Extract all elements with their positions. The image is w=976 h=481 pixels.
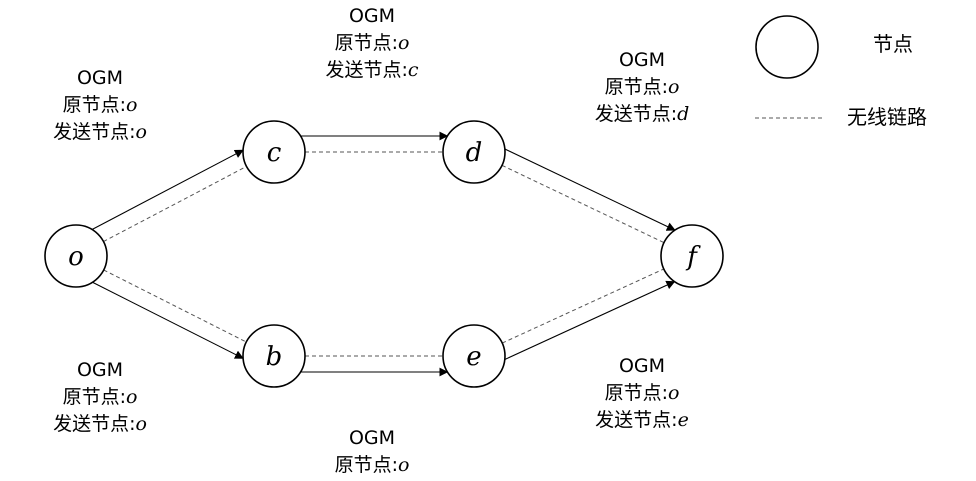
node-label: e	[466, 342, 481, 372]
ann-sender-node: e	[678, 409, 689, 431]
ann-origin-prefix: 原节点:	[605, 382, 668, 404]
node-circle	[442, 120, 506, 184]
ann-origin-node: o	[398, 32, 409, 54]
ann-origin: 原节点:o	[63, 94, 138, 116]
ogm-flow-o-c	[91, 149, 244, 230]
ann-origin-node: o	[126, 386, 137, 408]
link-o-c	[103, 165, 247, 243]
ann-origin-node: o	[398, 454, 409, 476]
ann-d: OGM 原节点:o 发送节点:d	[595, 49, 690, 125]
ann-sender: 发送节点:o	[53, 413, 147, 435]
ann-sender-node: o	[135, 121, 146, 143]
node-label: c	[267, 138, 282, 168]
node-circle	[242, 120, 306, 184]
ann-origin: 原节点:o	[335, 454, 410, 476]
ann-title: OGM	[77, 67, 123, 89]
node-o: o	[44, 224, 108, 288]
legend-node-symbol	[755, 15, 819, 79]
ann-origin: 原节点:o	[335, 32, 410, 54]
ann-origin-prefix: 原节点:	[335, 454, 398, 476]
node-d: d	[442, 120, 506, 184]
node-f: f	[660, 224, 724, 288]
legend-link-label: 无线链路	[847, 105, 927, 129]
ann-sender: 发送节点:d	[595, 103, 690, 125]
ann-sender: 发送节点:c	[325, 59, 418, 81]
wireless-links	[103, 151, 665, 357]
ann-origin-node: o	[668, 382, 679, 404]
node-c: c	[242, 120, 306, 184]
ann-sender-node: d	[677, 103, 689, 125]
ann-origin-prefix: 原节点:	[335, 32, 398, 54]
node-e: e	[442, 324, 506, 388]
ann-f: OGM 原节点:o 发送节点:e	[595, 355, 689, 431]
ann-origin: 原节点:o	[605, 76, 680, 98]
ann-title: OGM	[619, 355, 665, 377]
ann-sender: 发送节点:o	[53, 121, 147, 143]
ann-origin-node: o	[126, 94, 137, 116]
ann-sender-prefix: 发送节点:	[595, 103, 677, 125]
legend-node-label: 节点	[873, 32, 913, 56]
legend: 节点 无线链路	[755, 15, 927, 129]
ann-sender-prefix: 发送节点:	[53, 413, 135, 435]
link-e-f	[501, 268, 665, 344]
node-label: d	[466, 138, 483, 168]
node-label: o	[68, 242, 84, 272]
ann-title: OGM	[77, 359, 123, 381]
node-circle	[442, 324, 506, 388]
ann-title: OGM	[619, 49, 665, 71]
ann-origin: 原节点:o	[605, 382, 680, 404]
ogm-flow-d-f	[504, 148, 676, 231]
ann-origin-prefix: 原节点:	[605, 76, 668, 98]
ogm-flows	[91, 131, 676, 377]
node-label: b	[266, 342, 283, 372]
ann-e: OGM 原节点:o	[335, 427, 410, 476]
ogm-flow-o-b	[92, 281, 244, 359]
ann-origin: 原节点:o	[63, 386, 138, 408]
ann-sender-node: o	[135, 413, 146, 435]
ann-sender: 发送节点:e	[595, 409, 689, 431]
ann-title: OGM	[349, 5, 395, 27]
ann-sender-prefix: 发送节点:	[325, 59, 407, 81]
ann-origin-node: o	[668, 76, 679, 98]
nodes: o c d b e f	[44, 120, 724, 388]
ann-sender-prefix: 发送节点:	[595, 409, 677, 431]
ann-title: OGM	[349, 427, 395, 449]
ann-c: OGM 原节点:o 发送节点:c	[325, 5, 418, 81]
ann-origin-prefix: 原节点:	[63, 94, 126, 116]
ann-origin-prefix: 原节点:	[63, 386, 126, 408]
ann-sender-prefix: 发送节点:	[53, 121, 135, 143]
link-o-b	[103, 269, 247, 343]
node-circle	[242, 324, 306, 388]
node-b: b	[242, 324, 306, 388]
ann-sender-node: c	[408, 59, 419, 81]
node-circle	[660, 224, 724, 288]
ogm-flow-e-f	[504, 280, 676, 360]
node-circle	[44, 224, 108, 288]
link-d-f	[501, 164, 665, 244]
